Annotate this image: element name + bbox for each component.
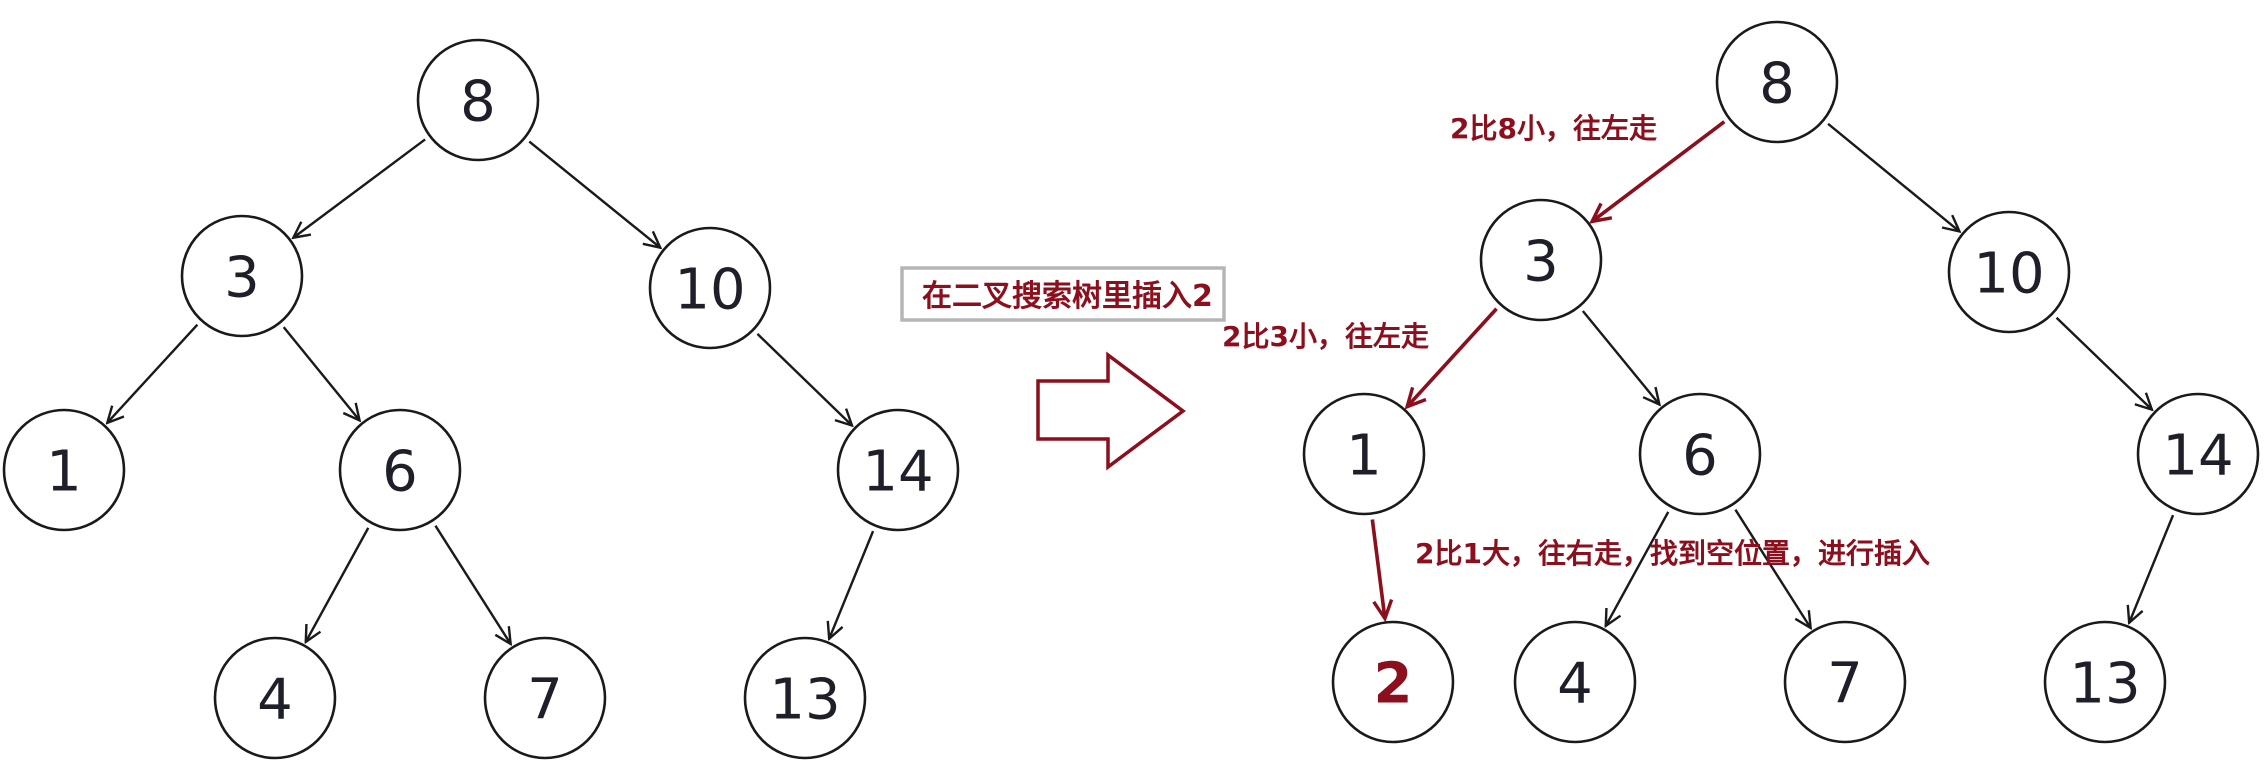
edge-n10-n14 xyxy=(2055,316,2152,410)
node-label: 10 xyxy=(674,258,745,323)
node-circle xyxy=(416,38,540,162)
tree-node-8: 8 xyxy=(416,38,540,162)
edge-n3-n6 xyxy=(282,326,360,420)
node-circle xyxy=(338,408,462,532)
node-label: 1 xyxy=(46,440,82,505)
node-label: 6 xyxy=(1682,424,1718,489)
annotation-step2: 2比3小，往左走 xyxy=(1222,320,1429,353)
tree-before: 8 3 10 1 6 14 4 7 13 xyxy=(2,38,960,760)
tree-node-14: 14 xyxy=(2136,392,2260,516)
edge-n3-n1 xyxy=(107,323,199,423)
node-label: 1 xyxy=(1346,424,1382,489)
tree-node-10: 10 xyxy=(1947,210,2071,334)
node-label: 14 xyxy=(2162,424,2233,489)
tree-node-6: 6 xyxy=(1638,392,1762,516)
tree-node-4: 4 xyxy=(213,636,337,760)
node-circle xyxy=(1783,620,1907,744)
node-circle xyxy=(1302,392,1426,516)
node-circle xyxy=(213,636,337,760)
tree-node-7: 7 xyxy=(1783,620,1907,744)
node-label: 6 xyxy=(382,440,418,505)
title-box: 在二叉搜索树里插入2 xyxy=(900,266,1226,322)
tree-node-13: 13 xyxy=(743,636,867,760)
node-circle xyxy=(1331,620,1455,744)
node-circle xyxy=(1513,620,1637,744)
node-circle xyxy=(1479,198,1603,322)
node-label: 13 xyxy=(769,668,840,733)
edge-n6-n4 xyxy=(306,527,370,642)
edge-n8-n3 xyxy=(293,138,426,237)
edge-n10-n14 xyxy=(756,333,852,426)
node-label: 2 xyxy=(1374,652,1413,717)
node-label: 3 xyxy=(1523,230,1559,295)
annotation-step3: 2比1大，往右走，找到空位置，进行插入 xyxy=(1415,537,1930,570)
tree-node-3: 3 xyxy=(1479,198,1603,322)
node-label: 10 xyxy=(1973,242,2044,307)
edge-n14-n13 xyxy=(2129,514,2175,623)
node-circle xyxy=(2136,392,2260,516)
annotation-step1: 2比8小，往左走 xyxy=(1450,112,1657,145)
node-label: 8 xyxy=(1759,52,1795,117)
tree-node-1: 1 xyxy=(2,408,126,532)
node-circle xyxy=(2043,620,2167,744)
tree-node-4: 4 xyxy=(1513,620,1637,744)
node-circle xyxy=(483,636,607,760)
edge-n8-n10 xyxy=(1827,122,1959,232)
edge-n14-n13 xyxy=(829,530,875,639)
node-label: 4 xyxy=(1557,652,1593,717)
node-label: 3 xyxy=(224,246,260,311)
edge-n6-n4 xyxy=(1606,511,1670,626)
tree-node-3: 3 xyxy=(180,214,304,338)
tree-node-8: 8 xyxy=(1715,20,1839,144)
search-path-edge-n8-n3 xyxy=(1592,120,1726,222)
tree-node-1: 1 xyxy=(1302,392,1426,516)
node-circle xyxy=(2,408,126,532)
edge-n6-n7 xyxy=(1734,509,1810,628)
tree-node-14: 14 xyxy=(836,408,960,532)
tree-after: 8 3 10 1 6 14 2 4 7 13 xyxy=(1302,20,2260,744)
tree-node-13: 13 xyxy=(2043,620,2167,744)
node-label: 14 xyxy=(862,440,933,505)
node-label: 13 xyxy=(2069,652,2140,717)
edge-n8-n10 xyxy=(528,140,660,248)
node-label: 7 xyxy=(527,668,563,733)
tree-node-7: 7 xyxy=(483,636,607,760)
tree-node-6: 6 xyxy=(338,408,462,532)
node-circle xyxy=(836,408,960,532)
tree-node-10: 10 xyxy=(648,226,772,350)
node-label: 8 xyxy=(460,70,496,135)
node-circle xyxy=(1715,20,1839,144)
node-circle xyxy=(1638,392,1762,516)
node-circle xyxy=(648,226,772,350)
search-path-edge-n3-n1 xyxy=(1407,307,1498,407)
search-path-edge-n1-n2 xyxy=(1370,519,1385,618)
edge-n6-n7 xyxy=(434,525,510,644)
title-text: 在二叉搜索树里插入2 xyxy=(922,279,1213,314)
transition-arrow-icon xyxy=(1036,351,1186,471)
inserted-node-2: 2 xyxy=(1331,620,1455,744)
node-circle xyxy=(743,636,867,760)
edge-n3-n6 xyxy=(1581,310,1660,404)
node-circle xyxy=(1947,210,2071,334)
node-label: 7 xyxy=(1827,652,1863,717)
node-label: 4 xyxy=(257,668,293,733)
node-circle xyxy=(180,214,304,338)
